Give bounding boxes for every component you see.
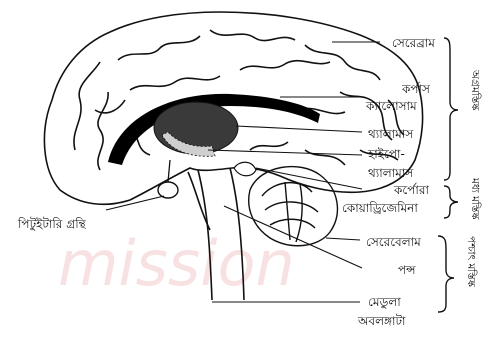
label-medulla-2: অবলঙ্গাটা <box>357 314 406 328</box>
label-thalamus: থ্যালামাস <box>368 127 414 141</box>
label-hypothalamus-1: হাইপো- <box>367 147 405 161</box>
label-cerebrum: সেরেব্রাম <box>392 36 435 50</box>
corpora-quadrigemina <box>234 162 256 176</box>
label-medulla-1: মেডুলা <box>368 295 401 310</box>
group-hindbrain: পশ্চাৎ মস্তিষ্ক <box>465 236 478 288</box>
label-corpus-callosum-2: ক্যালোসাম <box>365 99 417 113</box>
watermark: mission <box>58 227 295 300</box>
label-pons: পন্স <box>398 263 416 277</box>
group-braces <box>438 38 458 312</box>
group-midbrain: মধ্য মস্তিষ্ক <box>469 177 482 220</box>
label-corpus-callosum-1: কর্পাস <box>401 82 431 96</box>
group-forebrain: অগ্রমস্তিষ্ক <box>469 69 482 111</box>
label-hypothalamus-2: থ্যালামাস <box>368 166 414 180</box>
pituitary-gland <box>158 182 178 198</box>
label-corpora-1: কর্পোরা <box>393 183 429 197</box>
svg-text:mission: mission <box>58 227 295 300</box>
label-corpora-2: কোয়াড্রিজেমিনা <box>342 201 418 215</box>
label-pituitary: পিটুইটারি গ্রন্থি <box>17 217 87 232</box>
label-cerebellum: সেরেবেলাম <box>366 235 421 249</box>
